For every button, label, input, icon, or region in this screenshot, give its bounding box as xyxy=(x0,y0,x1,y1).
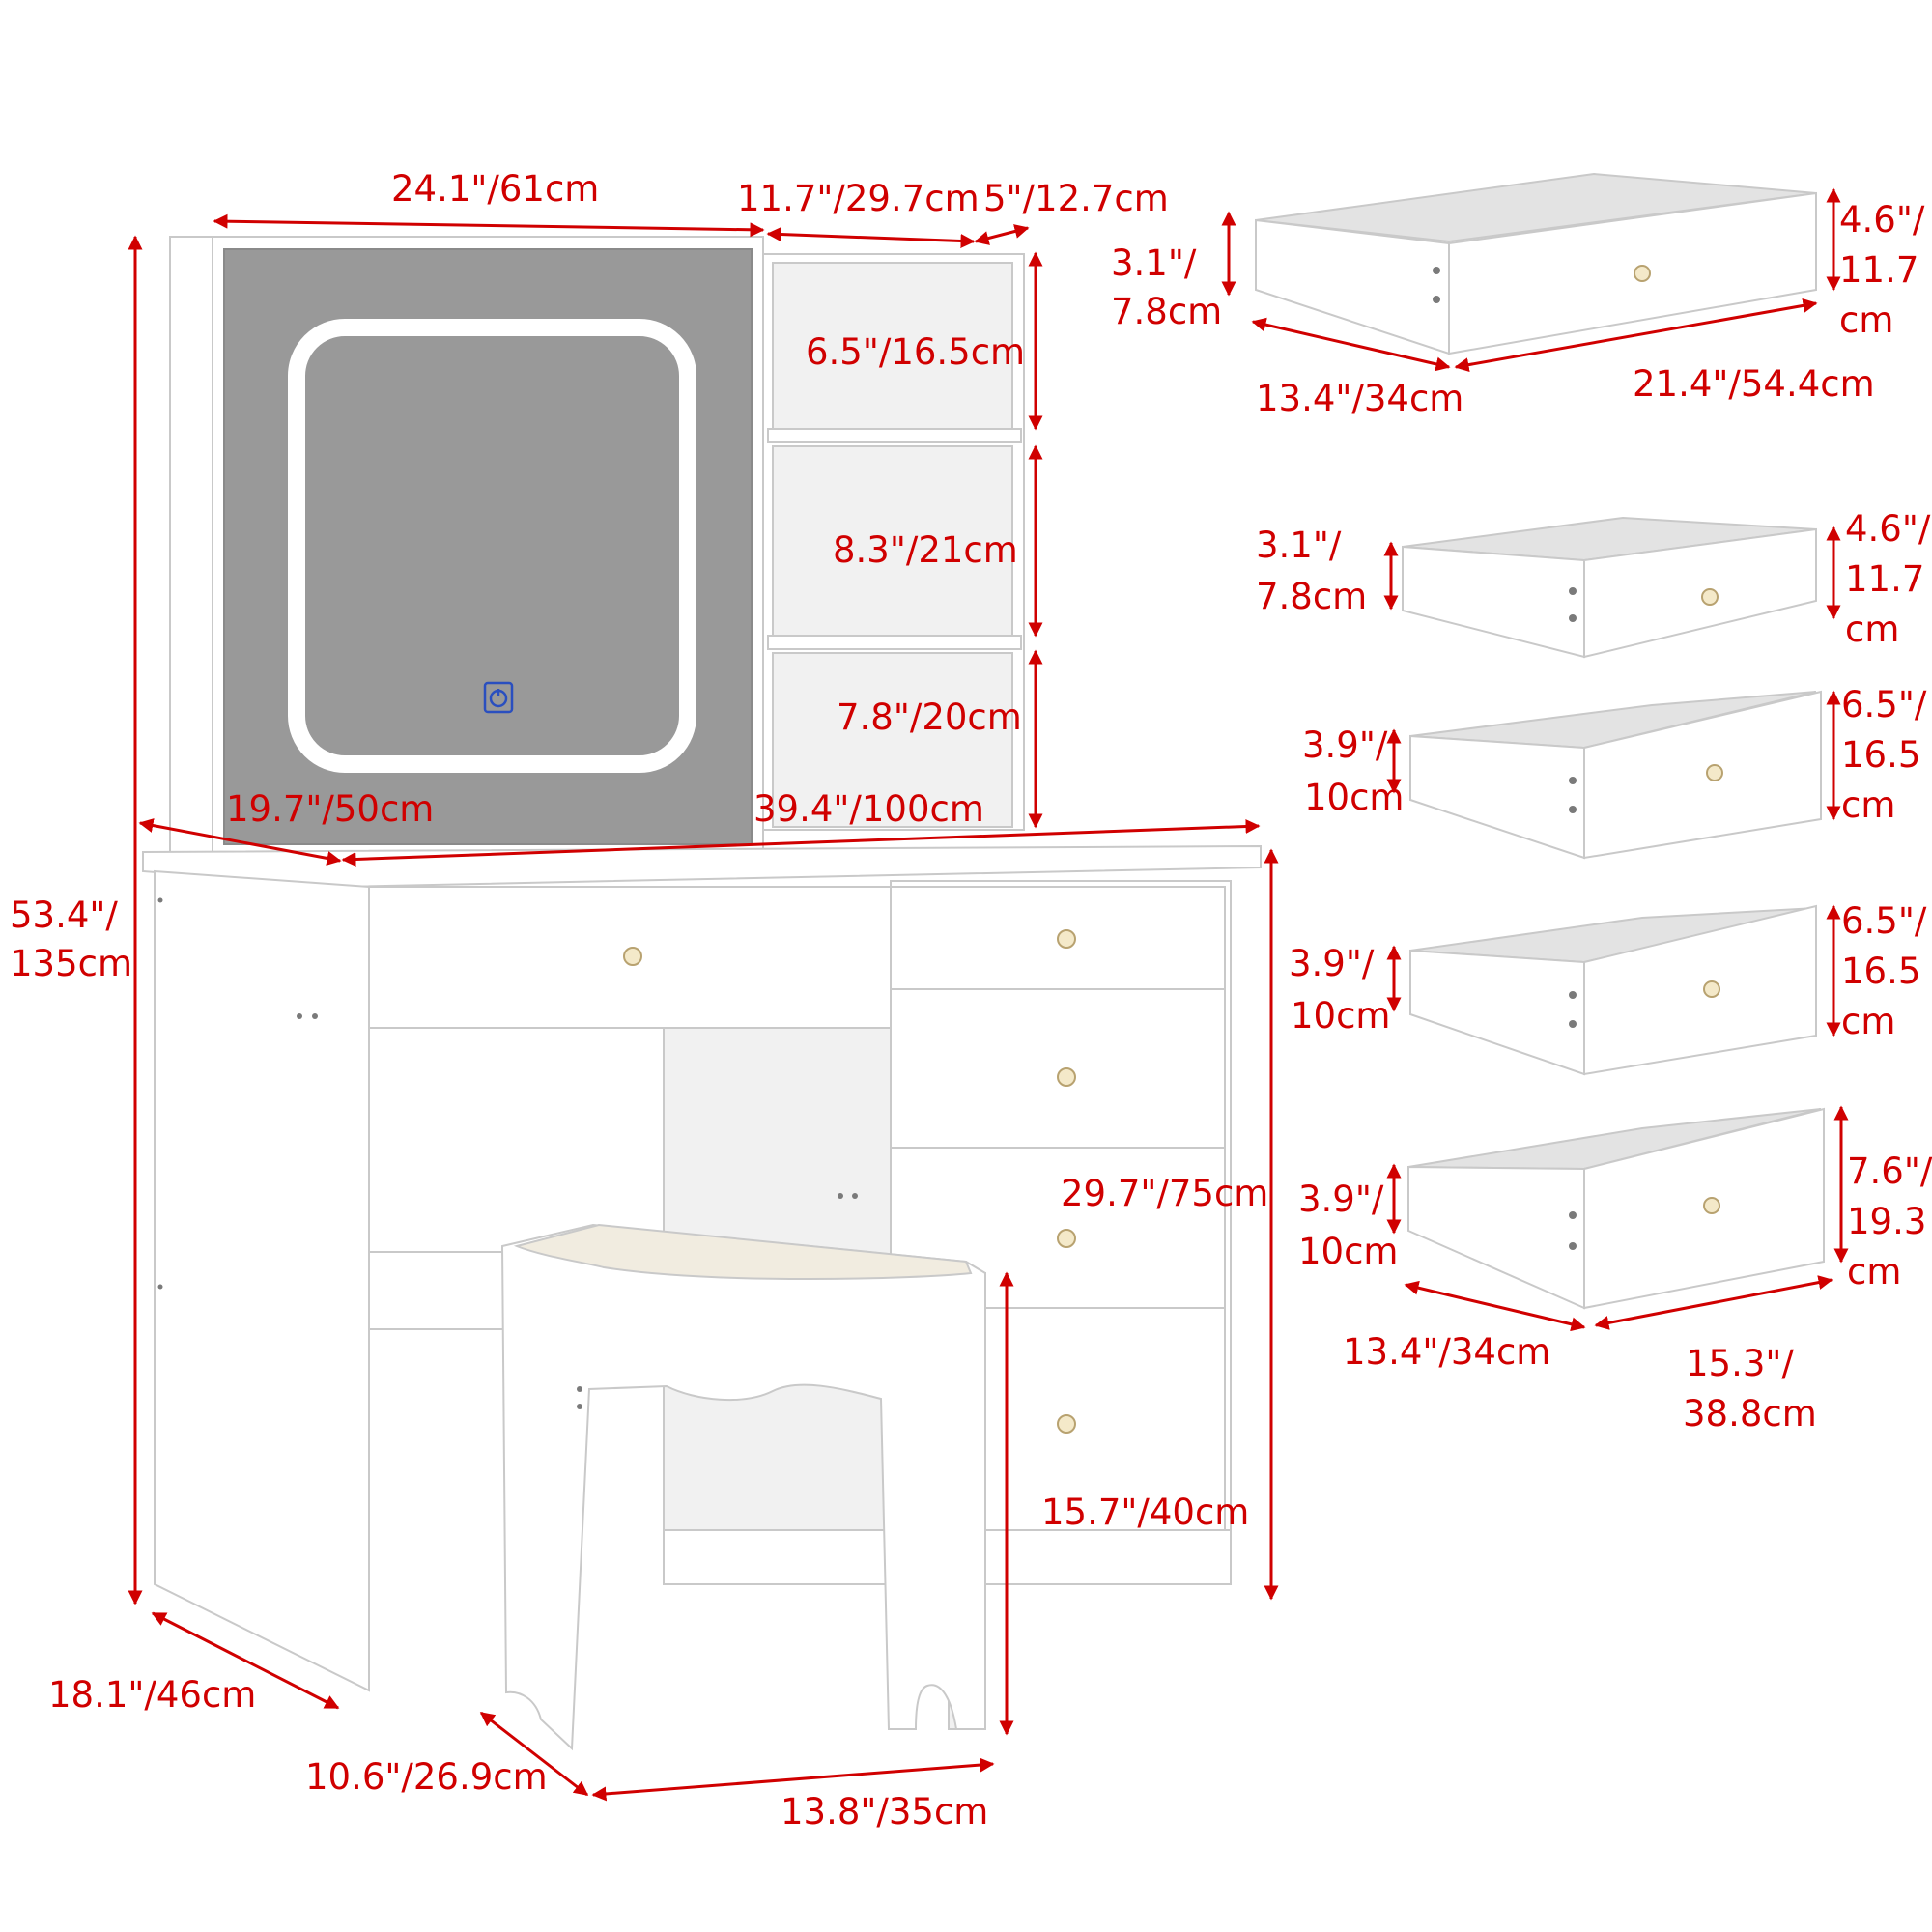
dim-d5-width-l2: 38.8cm xyxy=(1683,1393,1817,1435)
dim-d5-depth: 13.4"/34cm xyxy=(1343,1331,1550,1373)
drawer-knob xyxy=(1057,1067,1076,1087)
dim-d1-depth: 13.4"/34cm xyxy=(1256,378,1463,419)
dim-d5-width-l1: 15.3"/ xyxy=(1686,1343,1794,1384)
dim-d1-outer-l1: 4.6"/ xyxy=(1839,199,1925,241)
dim-shelf-depth: 5"/12.7cm xyxy=(983,178,1169,219)
dim-d4-inner-l2: 10cm xyxy=(1291,995,1390,1037)
dim-desk-depth-top: 19.7"/50cm xyxy=(226,788,434,830)
dim-d1-outer-l3: cm xyxy=(1839,299,1893,341)
dim-desk-width: 39.4"/100cm xyxy=(753,788,984,830)
drawer-front xyxy=(1583,904,1817,1076)
dim-shelf-bottom: 7.8"/20cm xyxy=(837,696,1022,738)
drawer-detail-3: 3.9"/ 10cm 6.5"/ 16.5 cm xyxy=(1302,684,1927,860)
dim-d5-outer-l3: cm xyxy=(1847,1251,1901,1293)
dim-d5-outer-l2: 19.3 xyxy=(1847,1201,1926,1242)
stool xyxy=(500,1223,986,1751)
drawer-front xyxy=(1583,527,1817,659)
shelf-board xyxy=(767,428,1022,443)
shelf-board xyxy=(767,635,1022,650)
dim-desk-depth: 18.1"/46cm xyxy=(48,1674,256,1716)
drawer-detail-5: 3.9"/ 10cm 7.6"/ 19.3 cm 13.4"/34cm 15.3… xyxy=(1298,1105,1932,1435)
dim-d1-inner-l2: 7.8cm xyxy=(1111,291,1222,332)
cabinet-drawer-2[interactable] xyxy=(890,988,1226,1149)
dim-shelf-width: 11.7"/29.7cm xyxy=(737,178,980,219)
dim-shelf-top: 6.5"/16.5cm xyxy=(806,331,1025,373)
dim-d4-outer-l1: 6.5"/ xyxy=(1841,900,1927,942)
shelf-compartment-middle xyxy=(772,445,1013,637)
dim-d3-outer-l1: 6.5"/ xyxy=(1841,684,1927,725)
dim-stool-height: 15.7"/40cm xyxy=(1041,1492,1249,1533)
stool-cushion xyxy=(513,1223,973,1280)
dim-d1-outer-l2: 11.7 xyxy=(1839,249,1918,291)
dim-stool-depth: 10.6"/26.9cm xyxy=(305,1756,548,1798)
dim-d2-outer-l3: cm xyxy=(1845,609,1899,650)
dim-d5-outer-l1: 7.6"/ xyxy=(1847,1151,1932,1192)
drawer-detail-4: 3.9"/ 10cm 6.5"/ 16.5 cm xyxy=(1289,900,1927,1076)
drawer-knob xyxy=(623,947,642,966)
dim-d2-outer-l2: 11.7 xyxy=(1845,558,1924,600)
power-touch-icon[interactable] xyxy=(483,681,514,714)
shelf-compartment-bottom xyxy=(772,652,1013,828)
dim-total-height-line1: 53.4"/ xyxy=(10,895,118,936)
drawer-knob xyxy=(1057,1414,1076,1434)
dim-d2-inner-l1: 3.1"/ xyxy=(1256,525,1342,566)
dim-d5-inner-l1: 3.9"/ xyxy=(1298,1179,1384,1220)
dim-d1-width: 21.4"/54.4cm xyxy=(1633,363,1875,405)
dim-d4-inner-l1: 3.9"/ xyxy=(1289,943,1375,984)
led-light-ring xyxy=(288,319,696,773)
dim-d2-outer-l1: 4.6"/ xyxy=(1845,508,1931,550)
drawer-detail-1: 3.1"/ 7.8cm 4.6"/ 11.7 cm 13.4"/34cm 21.… xyxy=(1111,172,1925,419)
dim-d3-outer-l2: 16.5 xyxy=(1841,734,1920,776)
dim-d1-inner-l1: 3.1"/ xyxy=(1111,242,1197,284)
desk-left-panel xyxy=(154,869,370,1692)
dim-d5-inner-l2: 10cm xyxy=(1298,1231,1398,1272)
dim-d4-outer-l3: cm xyxy=(1841,1001,1895,1042)
drawer-knob xyxy=(1057,1229,1076,1248)
dim-total-height-line2: 135cm xyxy=(10,943,132,984)
mirror-side-panel xyxy=(169,236,213,858)
dim-mirror-width: 24.1"/61cm xyxy=(391,168,599,210)
dim-d2-inner-l2: 7.8cm xyxy=(1256,576,1367,617)
drawer-detail-2: 3.1"/ 7.8cm 4.6"/ 11.7 cm xyxy=(1256,508,1931,659)
vanity-dimensions: 24.1"/61cm 11.7"/29.7cm 5"/12.7cm 6.5"/1… xyxy=(10,168,1279,1833)
dim-desk-height: 29.7"/75cm xyxy=(1061,1173,1268,1214)
dim-d3-inner-l1: 3.9"/ xyxy=(1302,724,1388,766)
vanity-illustration xyxy=(142,236,1262,1751)
dim-d4-outer-l2: 16.5 xyxy=(1841,951,1920,992)
drawer-knob xyxy=(1057,929,1076,949)
dim-stool-width: 13.8"/35cm xyxy=(781,1791,988,1833)
drawer-front xyxy=(1583,690,1822,860)
shelf-compartment-top xyxy=(772,262,1013,430)
dim-d3-inner-l2: 10cm xyxy=(1304,777,1404,818)
dim-shelf-middle: 8.3"/21cm xyxy=(833,529,1018,571)
dim-d3-outer-l3: cm xyxy=(1841,784,1895,826)
